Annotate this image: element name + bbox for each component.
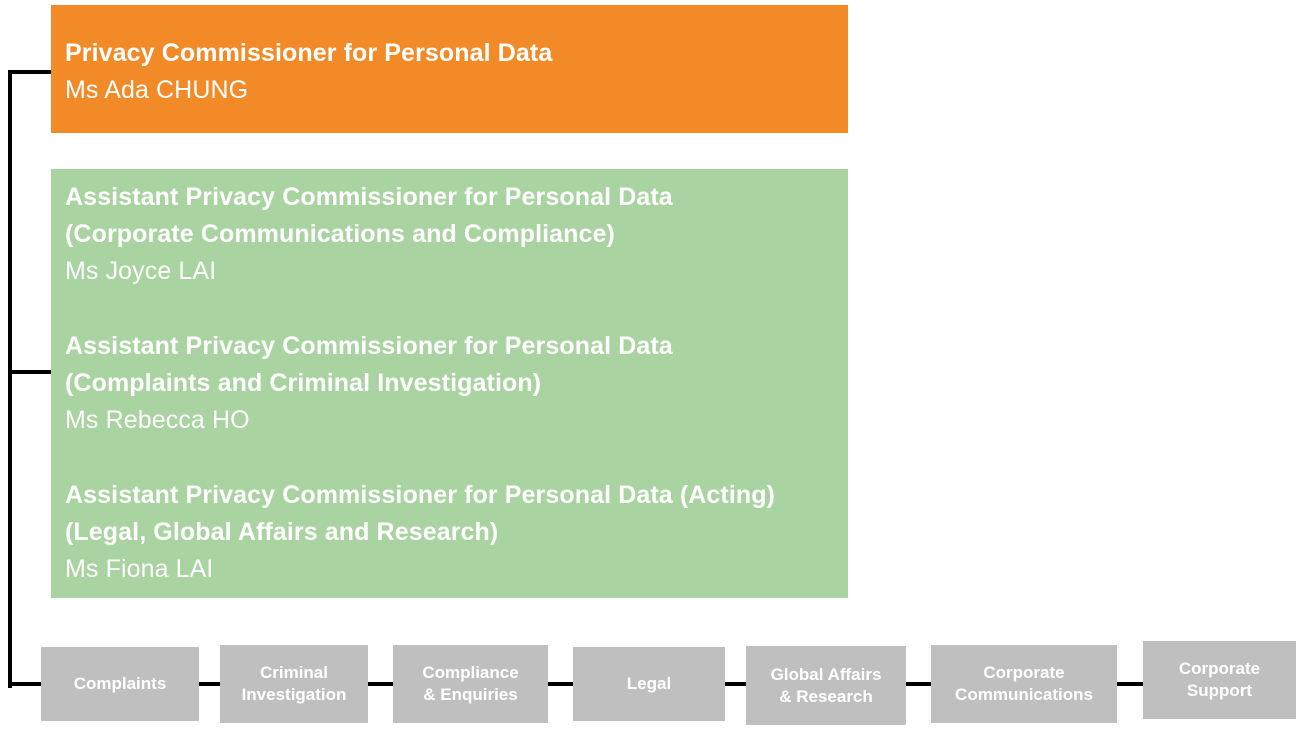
assistant-entry: Assistant Privacy Commissioner for Perso… <box>65 179 848 290</box>
assistant-title-line1: Assistant Privacy Commissioner for Perso… <box>65 481 776 509</box>
connector-branch-to-units <box>8 682 44 686</box>
assistant-title-line1: Assistant Privacy Commissioner for Perso… <box>65 332 673 360</box>
connector-unit-link <box>548 682 573 686</box>
assistant-name: Ms Fiona LAI <box>65 555 214 583</box>
unit-box[interactable]: Complaints <box>41 647 199 721</box>
connector-unit-link <box>368 682 393 686</box>
connector-branch-to-assistants <box>8 370 54 374</box>
assistant-title-line2: (Corporate Communications and Compliance… <box>65 220 615 248</box>
unit-label: Legal <box>626 674 672 693</box>
connector-unit-link <box>725 682 746 686</box>
unit-label: Compliance& Enquiries <box>422 663 519 704</box>
connector-unit-link <box>906 682 931 686</box>
unit-label: Complaints <box>73 674 167 693</box>
assistant-entry: Assistant Privacy Commissioner for Perso… <box>65 477 848 588</box>
unit-box[interactable]: Global Affairs& Research <box>746 646 906 725</box>
unit-box[interactable]: Compliance& Enquiries <box>393 645 548 723</box>
connector-branch-to-commissioner <box>8 70 54 74</box>
unit-box[interactable]: Legal <box>573 647 725 721</box>
assistant-entry: Assistant Privacy Commissioner for Perso… <box>65 328 848 439</box>
assistant-title-line2: (Complaints and Criminal Investigation) <box>65 369 542 397</box>
connector-unit-link <box>199 682 220 686</box>
unit-label: Global Affairs& Research <box>770 664 882 706</box>
connector-vertical-trunk <box>8 70 12 688</box>
assistant-commissioners-box: Assistant Privacy Commissioner for Perso… <box>51 169 848 598</box>
commissioner-name: Ms Ada CHUNG <box>65 76 249 104</box>
assistant-title-line2: (Legal, Global Affairs and Research) <box>65 518 499 546</box>
commissioner-box: Privacy Commissioner for Personal Data M… <box>51 5 848 133</box>
assistant-name: Ms Joyce LAI <box>65 257 217 285</box>
assistant-name: Ms Rebecca HO <box>65 406 250 434</box>
assistant-title-line1: Assistant Privacy Commissioner for Perso… <box>65 183 673 211</box>
connector-unit-link <box>1117 682 1143 686</box>
commissioner-title: Privacy Commissioner for Personal Data <box>65 39 553 67</box>
